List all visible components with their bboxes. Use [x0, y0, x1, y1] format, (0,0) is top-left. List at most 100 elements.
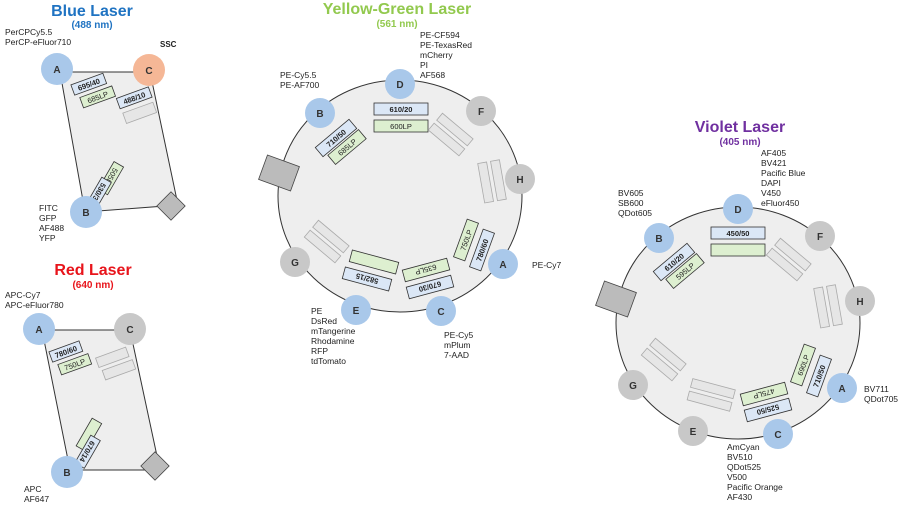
yg-detector-h-label: H [516, 175, 523, 186]
yg-e-fluor-label: DsRed [311, 316, 337, 326]
violet-e-mirror [690, 378, 736, 400]
violet-c-bandpass-filter [743, 397, 793, 423]
red-a-bandpass-filter [48, 340, 84, 363]
violet-laser-trap [595, 280, 637, 318]
yg-laser-trap [258, 154, 300, 192]
violet-detector-h [845, 286, 875, 316]
yg-f-mirror [436, 112, 474, 147]
yg-detector-e-label: E [353, 306, 360, 317]
yg-laser-title: Yellow-Green Laser [323, 1, 472, 18]
violet-laser-title: Violet Laser [695, 119, 785, 136]
violet-detector-e [678, 416, 708, 446]
yg-detector-b-label: B [316, 109, 323, 120]
yg-detector-f [466, 96, 496, 126]
red-detector-b-label: B [63, 468, 70, 479]
violet-b-fluor-label: QDot605 [618, 208, 652, 218]
blue-b-fluor-label: FITC [39, 203, 58, 213]
violet-d-fluor-label: eFluor450 [761, 198, 800, 208]
violet-detector-a-label: A [838, 384, 845, 395]
yg-b-longpass-filter [327, 128, 367, 166]
yg-d-fluor-label: PE-TexasRed [420, 40, 472, 50]
blue-a-fluor-label: PerCP-eFluor710 [5, 37, 71, 47]
red-laser-trap [140, 451, 170, 481]
yg-e-fluor-label: Rhodamine [311, 336, 355, 346]
blue-detector-a-label: A [53, 65, 60, 76]
yg-f-mirror [427, 122, 466, 157]
blue-ssc-label: SSC [160, 40, 177, 49]
blue-a-bandpass-filter [70, 72, 108, 96]
blue-a-fluor-label: PerCPCy5.5 [5, 27, 53, 37]
yg-d-fluor-label: PE-CF594 [420, 30, 460, 40]
violet-b-longpass-filter [665, 252, 705, 290]
violet-laser-wavelength: (405 nm) [719, 137, 760, 148]
violet-detector-h-label: H [856, 297, 863, 308]
violet-e-mirror [686, 390, 733, 412]
violet-laser-panel: Violet Laser (405 nm) 450/50 610/20 595L… [595, 119, 898, 502]
yg-h-mirror [477, 161, 494, 204]
yg-detector-d [385, 69, 415, 99]
yg-detector-d-label: D [396, 80, 403, 91]
red-detector-c [114, 313, 146, 345]
yg-d-longpass-label: 600LP [390, 122, 412, 131]
violet-b-fluor-label: BV605 [618, 188, 644, 198]
yg-b-fluor-label: PE-Cy5.5 [280, 70, 317, 80]
yg-detector-c [426, 296, 456, 326]
violet-c-fluor-label: BV510 [727, 452, 753, 462]
blue-b-fluor-label: AF488 [39, 223, 64, 233]
red-laser-panel: Red Laser (640 nm) 780/60 750LP 670/14 A… [5, 262, 170, 504]
blue-c-bandpass-filter [115, 86, 153, 110]
blue-b-fluor-label: GFP [39, 213, 57, 223]
yg-d-bandpass-filter [373, 102, 429, 116]
blue-c-mirror [122, 101, 158, 125]
yg-d-fluor-label: PI [420, 60, 428, 70]
violet-detector-e-label: E [690, 427, 697, 438]
violet-detector-f-label: F [817, 232, 823, 243]
violet-detector-d-label: D [734, 205, 741, 216]
violet-d-longpass-filter [710, 243, 766, 257]
violet-c-fluor-label: AF430 [727, 492, 752, 502]
yg-e-fluor-label: RFP [311, 346, 328, 356]
violet-detector-a [827, 373, 857, 403]
blue-detector-c-label: C [145, 66, 152, 77]
blue-laser-trap [156, 191, 186, 221]
yg-c-fluor-label: mPlum [444, 340, 470, 350]
red-a-longpass-filter [57, 353, 93, 376]
red-detector-b [51, 456, 83, 488]
blue-a-longpass-filter [79, 85, 117, 109]
yg-detector-b [305, 98, 335, 128]
violet-c-fluor-label: AmCyan [727, 442, 760, 452]
yg-d-fluor-label: AF568 [420, 70, 445, 80]
yg-d-bandpass-label: 610/20 [390, 105, 413, 114]
violet-detector-g [618, 370, 648, 400]
yg-c-longpass-filter [401, 257, 451, 283]
yg-a-longpass-filter [453, 218, 479, 262]
yg-detector-a [488, 249, 518, 279]
yg-detector-g [280, 247, 310, 277]
blue-detector-a [41, 53, 73, 85]
violet-d-fluor-label: BV421 [761, 158, 787, 168]
violet-a-longpass-filter [790, 343, 816, 387]
red-a-fluor-label: APC-eFluor780 [5, 300, 64, 310]
blue-detector-c [133, 54, 165, 86]
yg-detector-a-label: A [499, 260, 506, 271]
blue-b-fluor-label: YFP [39, 233, 56, 243]
yg-g-mirror [312, 219, 350, 254]
yg-h-mirror [490, 159, 507, 202]
violet-h-mirror [826, 284, 843, 327]
yg-e-longpass-filter [348, 249, 400, 275]
violet-d-fluor-label: V450 [761, 188, 781, 198]
yg-a-bandpass-filter [469, 228, 495, 272]
violet-c-fluor-label: Pacific Orange [727, 482, 783, 492]
red-c-mirror [95, 346, 130, 368]
yg-e-fluor-label: PE [311, 306, 323, 316]
violet-b-fluor-label: SB600 [618, 198, 644, 208]
yg-d-longpass-filter [373, 119, 429, 133]
violet-a-fluor-label: BV711 [864, 384, 889, 394]
blue-laser-title: Blue Laser [51, 3, 133, 20]
red-laser-title: Red Laser [54, 262, 131, 279]
violet-detector-d [723, 194, 753, 224]
violet-f-mirror [774, 237, 812, 272]
violet-a-bandpass-filter [806, 354, 832, 398]
yg-c-fluor-label: PE-Cy5 [444, 330, 474, 340]
